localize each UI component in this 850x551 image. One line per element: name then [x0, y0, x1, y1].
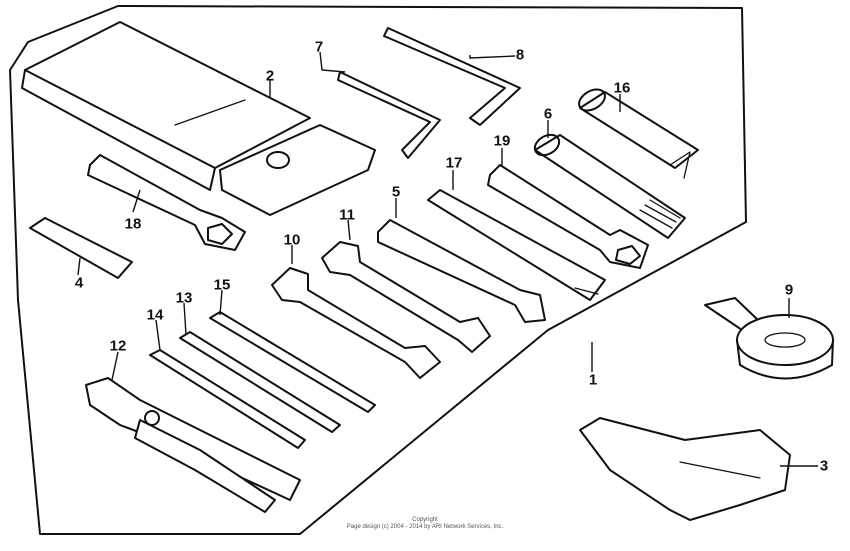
plate-4: [29, 217, 133, 279]
callout-16: 16: [613, 79, 631, 97]
part-9: [704, 297, 834, 380]
pouch-3: [579, 417, 791, 521]
wrench-5: [377, 219, 546, 323]
tool-tray-outline: [9, 5, 747, 535]
callout-9: 9: [784, 281, 794, 299]
callout-2: 2: [265, 67, 275, 85]
screwdriver-14: [149, 349, 306, 449]
hex-key-8: [383, 27, 521, 126]
callout-15: 15: [213, 276, 231, 294]
callout-4: 4: [74, 274, 84, 292]
callout-17: 17: [445, 154, 463, 172]
copyright-notice: Copyright Page design (c) 2004 - 2014 by…: [0, 517, 850, 530]
pliers-12: [85, 377, 301, 513]
callout-10: 10: [283, 231, 301, 249]
copyright-line-1: Copyright: [412, 517, 438, 523]
hex-key-7: [337, 71, 441, 159]
copyright-line-2: Page design (c) 2004 - 2014 by ARI Netwo…: [346, 523, 504, 530]
callout-18: 18: [124, 215, 142, 233]
wrench-19: [487, 164, 649, 269]
wrench-10: [271, 267, 441, 379]
callout-8: 8: [515, 46, 525, 64]
wrench-11: [321, 241, 491, 353]
plate-17: [427, 189, 606, 301]
handle-6: [533, 133, 686, 239]
callout-1: 1: [588, 371, 598, 389]
box-wrench-16: [578, 88, 699, 179]
callout-7: 7: [314, 38, 324, 56]
callout-6: 6: [543, 105, 553, 123]
callout-5: 5: [391, 183, 401, 201]
callout-13: 13: [175, 289, 193, 307]
callout-11: 11: [339, 206, 355, 224]
callout-12: 12: [109, 337, 127, 355]
leader-lines: [77, 51, 818, 467]
wrench-18: [87, 154, 246, 251]
callout-14: 14: [146, 306, 164, 324]
callout-19: 19: [493, 132, 511, 150]
screwdriver-13: [179, 331, 341, 433]
tool-bag: [21, 21, 376, 216]
callout-3: 3: [819, 457, 829, 475]
screwdriver-15: [209, 311, 376, 413]
